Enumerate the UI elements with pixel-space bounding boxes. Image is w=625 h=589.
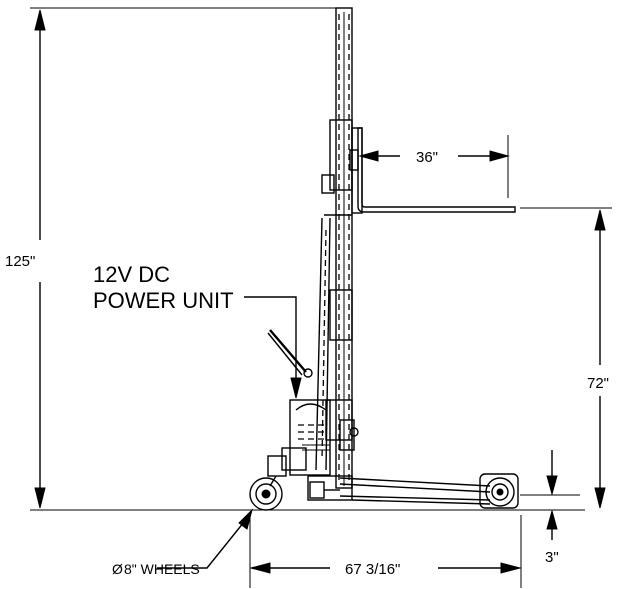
base-length-label: 67 3/16" — [345, 561, 400, 578]
power-unit — [281, 399, 359, 476]
ground-clearance-label: 3" — [545, 549, 559, 566]
power-unit-label-line2: POWER UNIT — [93, 288, 234, 313]
carriage-and-fork — [321, 127, 516, 214]
wheel-diameter-symbol: Ø — [112, 561, 123, 577]
mast — [315, 7, 353, 489]
base-leg — [307, 475, 491, 505]
handle — [267, 329, 313, 378]
power-unit-callout: 12V DC POWER UNIT — [93, 262, 302, 399]
rear-caster-wheel — [249, 455, 287, 511]
overall-height-label: 125" — [5, 253, 35, 270]
fork-length-label: 36" — [416, 149, 438, 166]
overall-height-dimension: 125" — [5, 7, 585, 511]
fork-length-dimension: 36" — [358, 135, 510, 198]
lift-height-label: 72" — [587, 375, 609, 392]
wheels-callout: Ø 8" WHEELS — [112, 508, 253, 577]
front-load-wheel — [479, 473, 519, 509]
lift-height-dimension: 72" — [520, 207, 612, 509]
lift-machine — [249, 7, 519, 511]
wheels-label: 8" WHEELS — [124, 561, 200, 577]
ground-clearance-dimension: 3" — [520, 450, 580, 566]
power-unit-label-line1: 12V DC — [93, 262, 170, 287]
base-length-dimension: 67 3/16" — [249, 515, 522, 588]
